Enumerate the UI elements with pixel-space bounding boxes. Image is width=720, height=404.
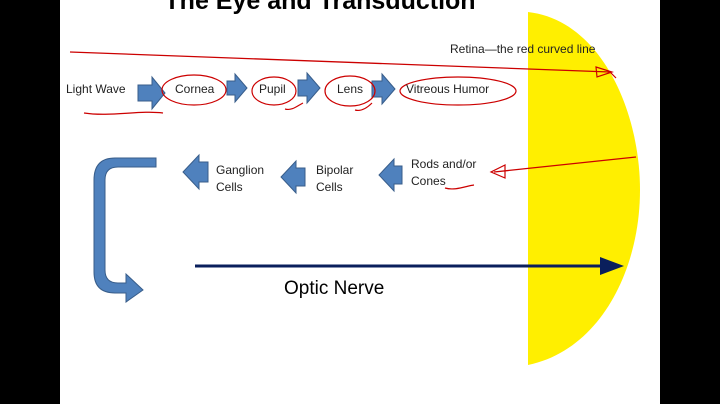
pupil-circle: [251, 76, 297, 106]
label-cornea: Cornea: [175, 82, 215, 96]
vitreous-circle: [399, 76, 517, 106]
arrow-lightwave-to-cornea: [137, 75, 166, 111]
cornea-circle: [161, 74, 227, 106]
label-rods-line2: Cones: [411, 174, 446, 188]
lightwave-underline: [83, 111, 164, 115]
optic-nerve-arrowhead: [600, 257, 624, 275]
label-ganglion-line1: Ganglion: [216, 163, 265, 177]
label-bipolar-line1: Bipolar: [316, 163, 354, 177]
arrow-cornea-to-pupil: [226, 72, 248, 104]
label-optic-nerve: Optic Nerve: [284, 278, 385, 299]
label-rods-line1: Rods and/or: [411, 157, 477, 171]
label-ganglion-line2: Cells: [216, 180, 243, 194]
label-pupil: Pupil: [259, 82, 286, 96]
label-vitreous-humor: Vitreous Humor: [406, 82, 490, 96]
retina-shape: [528, 12, 640, 365]
lens-underline: [354, 102, 373, 112]
rods-pointer-head: [489, 164, 506, 179]
retina-hook: [609, 71, 617, 79]
slide-title: The Eye and Transduction: [164, 0, 476, 15]
arrow-lens-to-vitreous: [371, 72, 396, 106]
label-lens: Lens: [337, 82, 364, 96]
retina-pointer-line: [69, 51, 611, 73]
label-light-wave: Light Wave: [66, 82, 126, 96]
bent-arrow-down: [93, 157, 157, 303]
retina-note: Retina—the red curved line: [450, 42, 596, 56]
arrow-rods-to-bipolar: [378, 157, 403, 193]
arrow-pupil-to-lens: [297, 71, 321, 105]
retina-pointer-head: [595, 66, 614, 78]
rods-pointer-line: [493, 156, 637, 173]
arrow-bipolar-to-ganglion: [280, 159, 306, 195]
label-bipolar-line2: Cells: [316, 180, 343, 194]
arrow-ganglion-out: [182, 153, 209, 191]
cones-underline: [444, 184, 475, 190]
lens-circle: [324, 75, 376, 107]
pupil-underline: [284, 102, 304, 111]
